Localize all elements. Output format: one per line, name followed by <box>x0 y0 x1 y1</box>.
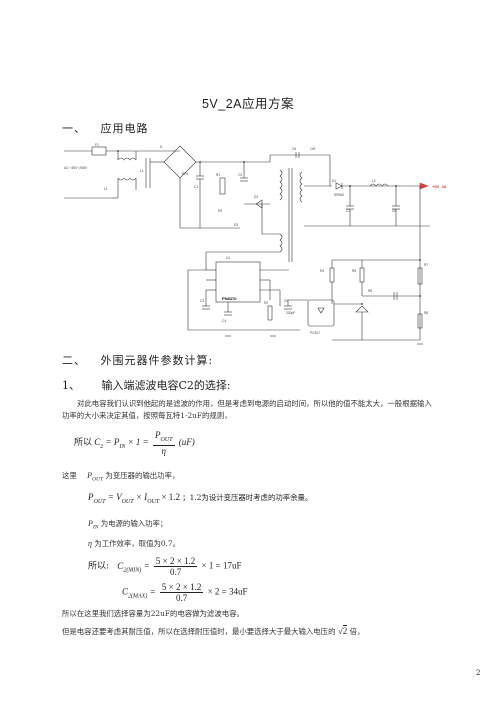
label-d2: D2 <box>254 195 258 199</box>
label-cap220p: 220pF <box>286 311 295 315</box>
section-heading-1: 一、 应用电路 <box>62 120 149 136</box>
label-r2: R2 <box>264 301 268 305</box>
label-d: D <box>160 145 163 149</box>
label-c1: C1 <box>194 185 198 189</box>
label-u1: U1 <box>226 256 230 260</box>
label-r8: R8 <box>424 311 428 315</box>
formula-c2-min: 所以: C2(MIN) = 5 × 2 × 1.2 0.7 × 1 = 17uF <box>88 556 242 577</box>
paragraph-3: 但是电容还要考虑其耐压值，所以在选择耐压值时，最小要选择大于最大输入电压的 √2… <box>62 625 365 636</box>
label-ic: PN8370 <box>222 296 237 301</box>
subsection-title: 输入端滤波电容C2的选择: <box>101 379 231 392</box>
label-r6: R6 <box>368 289 372 293</box>
label-br1: BR1 <box>182 172 189 176</box>
formula-pout: POUT = VOUT × IOUT × 1.2 ；1.2为设计变压器时考虑的功… <box>88 492 313 505</box>
paragraph-2: 所以在这里我们选择容量为22uF的电容做为滤波电容。 <box>62 609 244 618</box>
label-r3: R3 <box>218 209 222 213</box>
controller-ic <box>215 261 261 303</box>
label-c8: C8 <box>392 209 396 213</box>
label-c5: C5 <box>284 299 288 303</box>
label-c2: C2 <box>238 173 242 177</box>
label-l1: L1 <box>104 187 108 191</box>
subsection-number: 1、 <box>62 379 80 392</box>
label-r4: R4 <box>320 269 324 273</box>
subsection-heading-1: 1、 输入端滤波电容C2的选择: <box>62 377 231 393</box>
label-c7: C7 <box>346 209 350 213</box>
label-pc817: PC817 <box>310 331 320 335</box>
label-f1: F1 <box>95 143 99 147</box>
section-number: 一、 <box>62 122 86 135</box>
page-title: 5V_2A应用方案 <box>201 97 295 111</box>
fraction: POUT η <box>153 430 175 456</box>
section-number: 二、 <box>62 354 86 367</box>
label-l2: L2 <box>372 179 376 183</box>
paragraph-1: 对此电容我们认识到他起的是滤波的作用，但是考虑到电源的启动时间，所以他的值不能太… <box>62 399 432 420</box>
label-sr: SR540 <box>334 193 344 197</box>
page-number: 2 <box>476 669 481 677</box>
fraction: 5 × 2 × 1.2 0.7 <box>159 582 204 603</box>
label-c3: C3 <box>200 299 204 303</box>
section-title: 外围元器件参数计算: <box>100 354 214 367</box>
pin-definition: PIN 为电源的输入功率； <box>88 519 168 531</box>
label-r7: R7 <box>424 263 428 267</box>
section-heading-2: 二、 外围元器件参数计算: <box>62 352 213 368</box>
section-title: 应用电路 <box>100 122 149 135</box>
formula-c2: 所以 C2 = PIN × 1 = POUT η (uF) <box>74 430 195 456</box>
fuse-f1 <box>91 146 107 156</box>
formula-c2-max: C2(MAX) = 5 × 2 × 1.2 0.7 × 2 = 34uF <box>122 582 248 603</box>
label-r5: R5 <box>352 269 356 273</box>
output-voltage-label: +5V_2A <box>432 184 447 189</box>
label-d1: D1 <box>332 179 336 183</box>
label-c4: C4 <box>222 319 226 323</box>
input-voltage-label: AC~ 85V~265V <box>64 166 88 170</box>
eta-definition: η 为工作效率，取值为0.7。 <box>88 539 180 548</box>
where-pout: 这里 POUT 为变压器的输出功率， <box>62 471 180 483</box>
label-d3: D3 <box>234 223 238 227</box>
label-cap1nf: 1nF <box>310 147 316 151</box>
label-c6: C6 <box>292 147 296 151</box>
fraction: 5 × 2 × 1.2 0.7 <box>153 556 198 577</box>
label-r1: R1 <box>216 173 220 177</box>
label-l1b: L1 <box>140 169 144 173</box>
